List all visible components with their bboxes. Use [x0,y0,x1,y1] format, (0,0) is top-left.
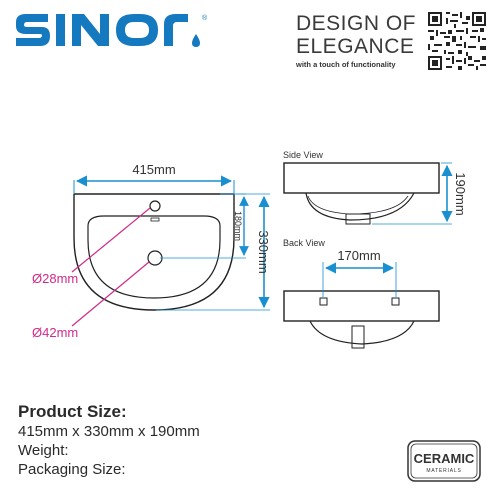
tagline-subtitle: with a touch of functionality [296,60,396,69]
tagline-line2: ELEGANCE [296,35,415,58]
drain-hole-callout-line [71,261,150,327]
tap-hole [149,200,161,212]
hole-spacing-label: 170mm [337,248,380,263]
side-view [283,162,440,225]
back-view-body [283,290,440,322]
width-dimension-label: 415mm [132,162,175,177]
back-view [283,290,440,349]
overflow-slot [150,217,160,222]
depth-dimension [156,193,270,311]
top-view-bowl [87,215,221,299]
side-view-label: Side View [283,150,323,160]
side-view-bowl-inner [307,195,409,215]
inner-dimension-label: 180mm [233,211,243,241]
technical-drawing: Side View Back View 415mm 170mm 180mm 33… [32,150,468,349]
weight-label: Weight: [18,442,69,459]
back-view-drain [351,325,365,349]
top-view [73,193,235,311]
height-dimension [372,162,453,225]
sinor-logo: ® [16,14,208,47]
side-view-rim [283,162,440,194]
back-view-mount-hole-right [391,297,400,306]
packaging-size-label: Packaging Size: [18,461,126,478]
product-size-title: Product Size: [18,402,127,421]
hole-spacing-dimension [322,262,397,297]
back-view-mount-hole-left [319,297,328,306]
product-size-value: 415mm x 330mm x 190mm [18,423,200,440]
side-view-drain [345,213,371,225]
badge-title: CERAMIC [414,451,475,466]
top-view-outline [73,194,235,311]
height-dimension-label: 190mm [453,172,468,215]
tap-hole-callout-line [71,207,151,273]
width-dimension [73,175,235,194]
ceramic-materials-badge: CERAMIC MATERIALS [407,440,481,482]
drain-hole [147,250,163,266]
qr-code-icon[interactable] [428,12,486,70]
registered-mark: ® [202,14,208,22]
back-view-bowl [309,320,415,345]
tap-hole-label: Ø28mm [32,271,78,286]
drain-hole-label: Ø42mm [32,325,78,340]
side-view-bowl [305,192,415,221]
badge-subtitle: MATERIALS [426,468,461,474]
back-view-label: Back View [283,238,325,248]
depth-dimension-label: 330mm [256,230,271,273]
product-specs: Product Size: 415mm x 330mm x 190mm Weig… [18,402,318,479]
tagline-line1: DESIGN OF [296,12,417,35]
tagline-block: DESIGN OF ELEGANCE with a touch of funct… [296,12,426,69]
